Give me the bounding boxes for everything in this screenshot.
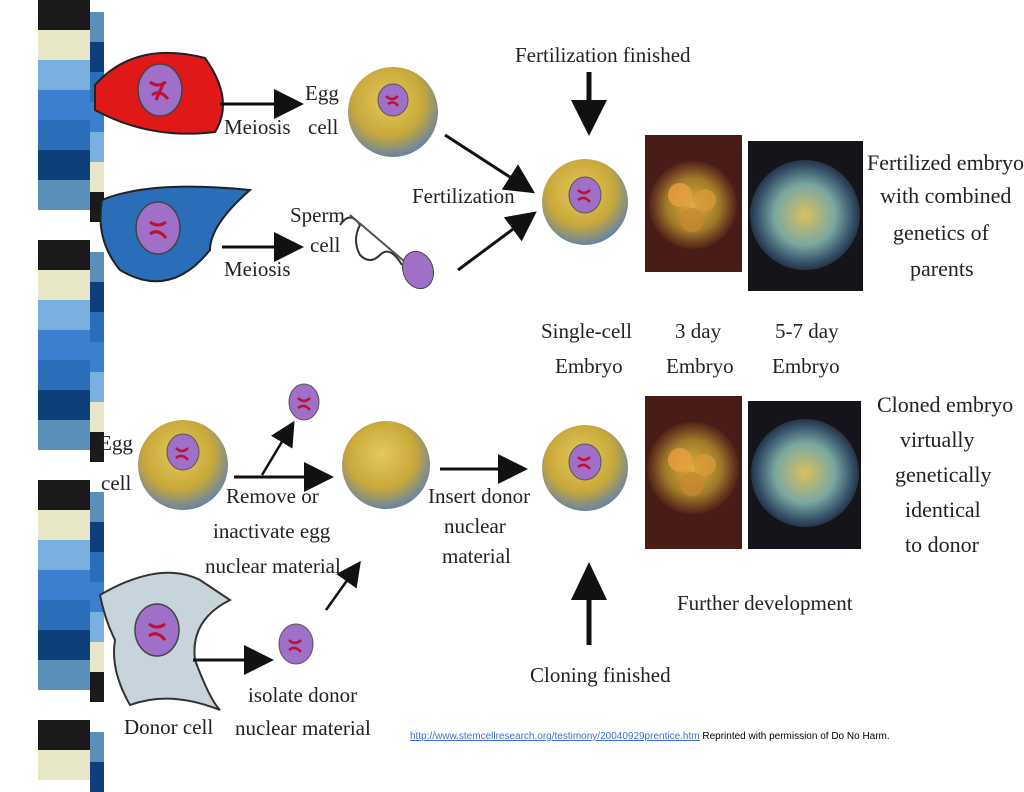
fertilization-finished-label: Fertilization finished [515,43,691,67]
strip-block [90,42,104,72]
cloned-note-line-2: virtually [900,427,975,452]
day57-label-1: 5-7 day [775,319,839,343]
enucleated-egg [342,421,430,509]
fertilized-note-line-4: parents [910,256,974,281]
strip-block [90,642,104,672]
strip-block [38,330,90,360]
egg-cell-top-label-2: cell [308,115,338,139]
strip-block [90,252,104,282]
sperm-tail [339,216,403,266]
insert-label-2: nuclear [444,514,506,538]
strip-block [38,180,90,210]
strip-block [90,402,104,432]
cloning-vs-fertilization-diagram: Meiosis Egg cell Meiosis Sperm cell Fert… [94,43,1024,740]
fertilized-note-line-2: with combined [880,183,1011,208]
strip-block [38,150,90,180]
strip-block [38,210,90,240]
blue-cell-nucleus [135,201,181,255]
remove-label-1: Remove or [226,484,319,508]
cloned-note-line-1: Cloned embryo [877,392,1013,417]
day57-label-2: Embryo [772,354,840,378]
isolate-label-2: nuclear material [235,716,371,740]
day3-label-1: 3 day [675,319,722,343]
credit-text: Reprinted with permission of Do No Harm. [702,731,890,742]
sperm-cell-label-1: Sperm [290,203,345,227]
egg-cell-bottom-label-1: Egg [99,431,133,455]
strip-block [38,630,90,660]
strip-block [38,270,90,300]
strip-block [38,360,90,390]
strip-block [38,480,90,510]
single-cell-label-1: Single-cell [541,319,632,343]
remove-label-3: nuclear material [205,554,341,578]
further-development-label: Further development [677,591,853,615]
cloning-section: Egg cell Remove or inactivate egg nuclea… [98,383,1013,740]
strip-block [38,60,90,90]
source-link[interactable]: http://www.stemcellresearch.org/testimon… [410,731,700,742]
strip-block [90,522,104,552]
strip-block [38,240,90,270]
donor-cell-label: Donor cell [124,715,213,739]
strip-block [90,162,104,192]
fertilization-finished-arrow [571,100,607,136]
strip-block [90,312,104,342]
cloned-note-line-3: genetically [895,462,992,487]
strip-block [90,612,104,642]
meiosis-top-label: Meiosis [224,115,291,139]
strip-block [38,540,90,570]
single-cell-label-2: Embryo [555,354,623,378]
cloned-note-line-4: identical [905,497,981,522]
strip-block [38,690,90,720]
strip-block [38,570,90,600]
sperm-head [401,250,435,290]
sperm-cell-label-2: cell [310,233,340,257]
strip-block [90,462,104,492]
strip-block [38,720,90,750]
fertilized-note-line-3: genetics of [893,220,990,245]
strip-block [90,432,104,462]
strip-block [90,732,104,762]
strip-block [38,600,90,630]
strip-block [38,420,90,450]
strip-block [90,12,104,42]
egg-cell-top-label-1: Egg [305,81,339,105]
fertilization-section: Meiosis Egg cell Meiosis Sperm cell Fert… [94,43,1024,378]
strip-block [38,90,90,120]
fertilized-note-line-1: Fertilized embryo [867,150,1024,175]
strip-block [38,30,90,60]
strip-block [90,372,104,402]
strip-block [90,282,104,312]
egg-cell-bottom-label-2: cell [101,471,131,495]
fertilization-label: Fertilization [412,184,515,208]
cloning-finished-arrow [571,562,607,600]
insert-label-1: Insert donor [428,484,530,508]
strip-block [38,450,90,480]
cloned-note-line-5: to donor [905,532,980,557]
meiosis-bottom-label: Meiosis [224,257,291,281]
day3-label-2: Embryo [666,354,734,378]
strip-block [90,552,104,582]
remove-label-2: inactivate egg [213,519,331,543]
strip-block [90,702,104,732]
footer-credit: http://www.stemcellresearch.org/testimon… [410,731,890,742]
strip-block [38,390,90,420]
isolate-label-1: isolate donor [248,683,357,707]
strip-block [90,132,104,162]
strip-block [38,120,90,150]
strip-block [38,300,90,330]
strip-block [38,510,90,540]
strip-block [90,342,104,372]
strip-block [90,582,104,612]
cloning-finished-label: Cloning finished [530,663,671,687]
strip-block [90,492,104,522]
insert-label-3: material [442,544,511,568]
donor-cell-nucleus [134,603,180,657]
strip-block [38,0,90,30]
strip-block [38,660,90,690]
strip-block [90,672,104,702]
